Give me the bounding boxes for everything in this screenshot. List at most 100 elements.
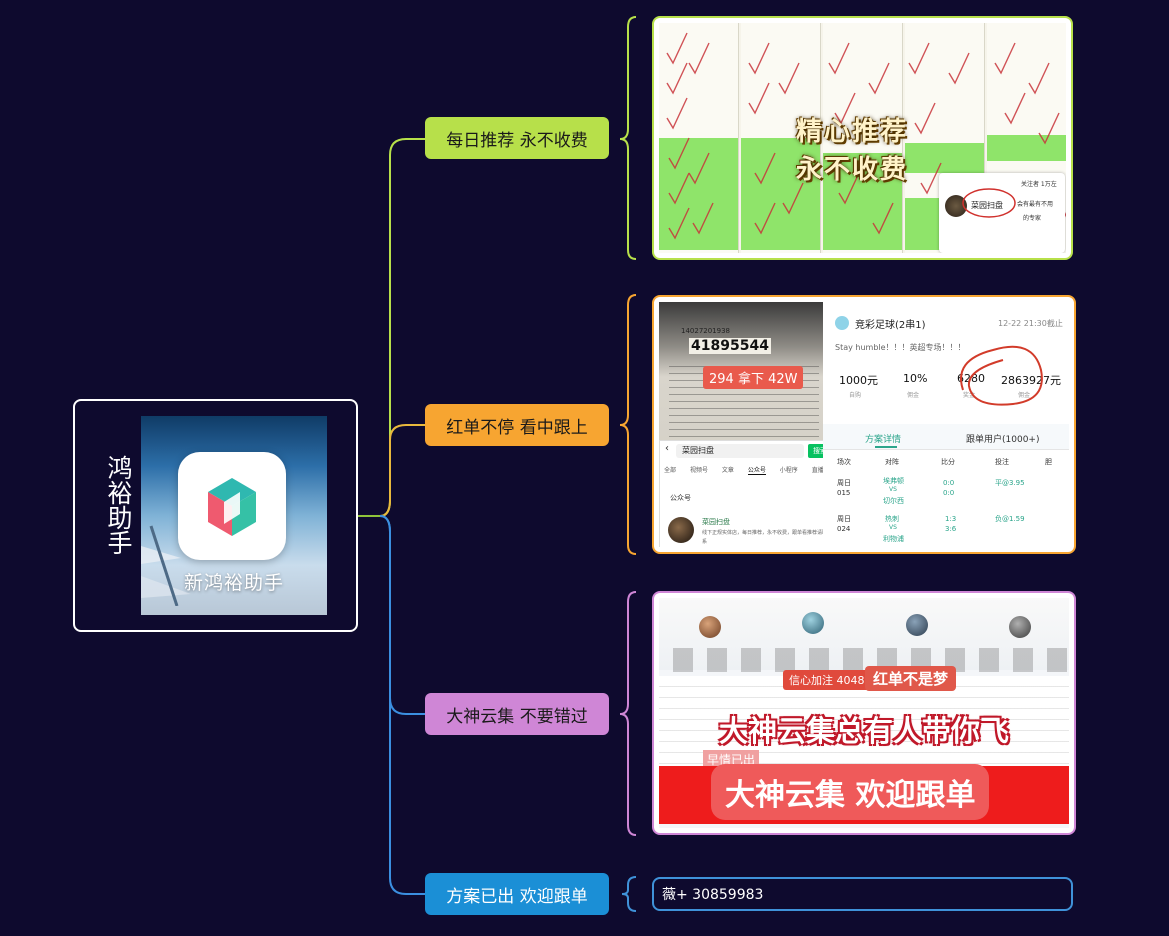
ticket-big-number: 41895544 [689, 338, 771, 354]
overlay-title-line2: 永不收费 [796, 155, 909, 185]
section-title: 公众号 [670, 494, 691, 502]
branch-label-experts[interactable]: 大神云集 不要错过 [425, 693, 609, 735]
stat-label: 佣金 [1018, 392, 1031, 399]
row-away: 切尔西 [883, 497, 904, 505]
search-tab[interactable]: 小程序 [779, 467, 798, 474]
panel-2-image: 14027201938 41895544 294 拿下 42W ‹ 菜园扫盘 搜… [659, 302, 1069, 547]
ticket-id: 14027201938 [681, 327, 730, 335]
row-score: 0:0 0:0 [943, 479, 955, 497]
profile-card: 菜园扫盘 关注者 1万左 会有最有不用 的专家 [939, 173, 1065, 253]
panel-red-streak: 14027201938 41895544 294 拿下 42W ‹ 菜园扫盘 搜… [652, 295, 1076, 554]
table-row: 周日 024 热刺 VS 利物浦 1:3 3:6 负@1.59 [823, 510, 1069, 547]
table-row: 周日 015 埃弗顿 VS 切尔西 0:0 0:0 平@3.95 [823, 474, 1069, 510]
stat-label: 佣金 [907, 392, 920, 399]
app-logo-icon [208, 478, 256, 536]
wechat-search-overlay: ‹ 菜园扫盘 搜索 全部 视频号 文章 公众号 小程序 直播 图片 公众号 菜园… [659, 440, 850, 547]
panel-3-image: 信心加注 40488 红单不是梦 大神云集总有人带你飞 早情已出 大神云集 欢迎… [659, 598, 1069, 828]
row-home: 热刺 [885, 515, 899, 523]
connector-branch-4 [379, 515, 425, 895]
search-tab[interactable]: 视频号 [689, 467, 708, 474]
root-card [73, 399, 358, 632]
red-circle-mark [962, 188, 1016, 218]
search-input[interactable]: 菜园扫盘 [676, 444, 804, 458]
slogan: Stay humble！！！英超专场！！！ [835, 343, 966, 352]
profile-strip [659, 598, 1069, 670]
panel-daily-recommend: 精心推荐 永不收费 菜园扫盘 关注者 1万左 会有最有不用 的专家 [652, 16, 1073, 260]
profile-avatar [945, 195, 967, 217]
stat-value: 1000元 [839, 374, 878, 387]
panel-experts: 信心加注 40488 红单不是梦 大神云集总有人带你飞 早情已出 大神云集 欢迎… [652, 591, 1076, 835]
match-title: 竞彩足球(2串1) [855, 320, 926, 331]
background-spikes [141, 525, 191, 606]
branch-label-red-streak[interactable]: 红单不停 看中跟上 [425, 404, 609, 446]
tab-plan-detail[interactable]: 方案详情 [865, 435, 902, 445]
bracket-3 [619, 591, 637, 836]
app-label: 新鸿裕助手 [183, 572, 284, 594]
contact-box[interactable]: 薇+ 30859983 [652, 877, 1073, 911]
tab-bar: 方案详情 跟单用户(1000+) [823, 424, 1069, 450]
green-block [741, 138, 820, 250]
tag-red-not-dream: 红单不是梦 [865, 666, 957, 691]
connector-branch-3 [379, 515, 425, 715]
red-check-marks [666, 32, 1066, 240]
stat-label: 自购 [849, 392, 862, 399]
stats-lines [659, 648, 1069, 672]
tag-confidence: 信心加注 40488 [783, 670, 878, 690]
row-bet: 负@1.59 [995, 515, 1025, 523]
connector-branch-2 [379, 424, 425, 517]
col-header: 对阵 [885, 458, 899, 466]
app-screenshot: 新鸿裕助手 [141, 416, 327, 615]
row-away: 利物浦 [883, 535, 904, 543]
bracket-4 [621, 876, 637, 912]
row-session: 周日 024 [837, 515, 851, 533]
profile-note-3: 的专家 [1023, 215, 1042, 222]
search-tab-active[interactable]: 公众号 [747, 467, 766, 475]
account-desc: 线下正规实体店，每日推荐，永不收费，跟单看推荐请联系 [702, 530, 828, 545]
back-icon[interactable]: ‹ [665, 443, 669, 454]
table-header: 场次 对阵 比分 投注 胆 [823, 454, 1069, 470]
app-icon[interactable] [178, 452, 286, 560]
green-block [905, 143, 984, 173]
connector-branch-1 [379, 138, 425, 517]
match-info: 竞彩足球(2串1) 12-22 21:30截止 Stay humble！！！英超… [823, 302, 1069, 547]
tab-underline [875, 446, 897, 448]
search-tab[interactable]: 文章 [721, 467, 734, 474]
stat-value: 10% [903, 372, 928, 385]
green-block [823, 153, 902, 250]
branch-label-daily-recommend[interactable]: 每日推荐 永不收费 [425, 117, 609, 159]
bracket-1 [619, 16, 637, 260]
sheet-column-3 [823, 23, 903, 253]
tab-followers[interactable]: 跟单用户(1000+) [966, 435, 1040, 445]
expert-avatar [699, 616, 721, 638]
overlay-title-line1: 精心推荐 [796, 117, 909, 147]
ticket-badge: 294 拿下 42W [703, 366, 804, 389]
row-vs: VS [889, 524, 897, 531]
sheet-column-2 [741, 23, 821, 253]
expert-avatar [802, 612, 824, 634]
football-icon [835, 316, 849, 330]
row-score: 1:3 3:6 [945, 515, 957, 533]
branch-label-plan-out[interactable]: 方案已出 欢迎跟单 [425, 873, 609, 915]
banner-experts: 大神云集总有人带你飞 [719, 714, 1010, 748]
row-vs: VS [889, 486, 897, 493]
red-scribble-circle [960, 345, 1043, 406]
search-value: 菜园扫盘 [682, 446, 714, 455]
col-header: 比分 [941, 458, 955, 466]
search-tab[interactable]: 全部 [664, 467, 677, 474]
row-bet: 平@3.95 [995, 479, 1025, 487]
match-time: 12-22 21:30截止 [998, 319, 1063, 328]
search-tab[interactable]: 直播 [811, 467, 824, 474]
row-session: 周日 015 [837, 479, 851, 497]
root-title: 鸿裕助手 [104, 455, 133, 555]
banner-welcome: 大神云集 欢迎跟单 [711, 764, 990, 820]
green-block [987, 135, 1066, 161]
stat-label: 奖金 [963, 392, 976, 399]
stat-value: 2863927元 [1001, 374, 1061, 387]
bracket-2 [619, 294, 637, 555]
account-name[interactable]: 菜园扫盘 [702, 518, 730, 526]
row-home: 埃弗顿 [883, 477, 904, 485]
profile-note: 关注者 1万左 [1021, 181, 1057, 188]
col-header: 场次 [837, 458, 851, 466]
expert-avatar [906, 614, 928, 636]
profile-name: 菜园扫盘 [971, 201, 1003, 210]
